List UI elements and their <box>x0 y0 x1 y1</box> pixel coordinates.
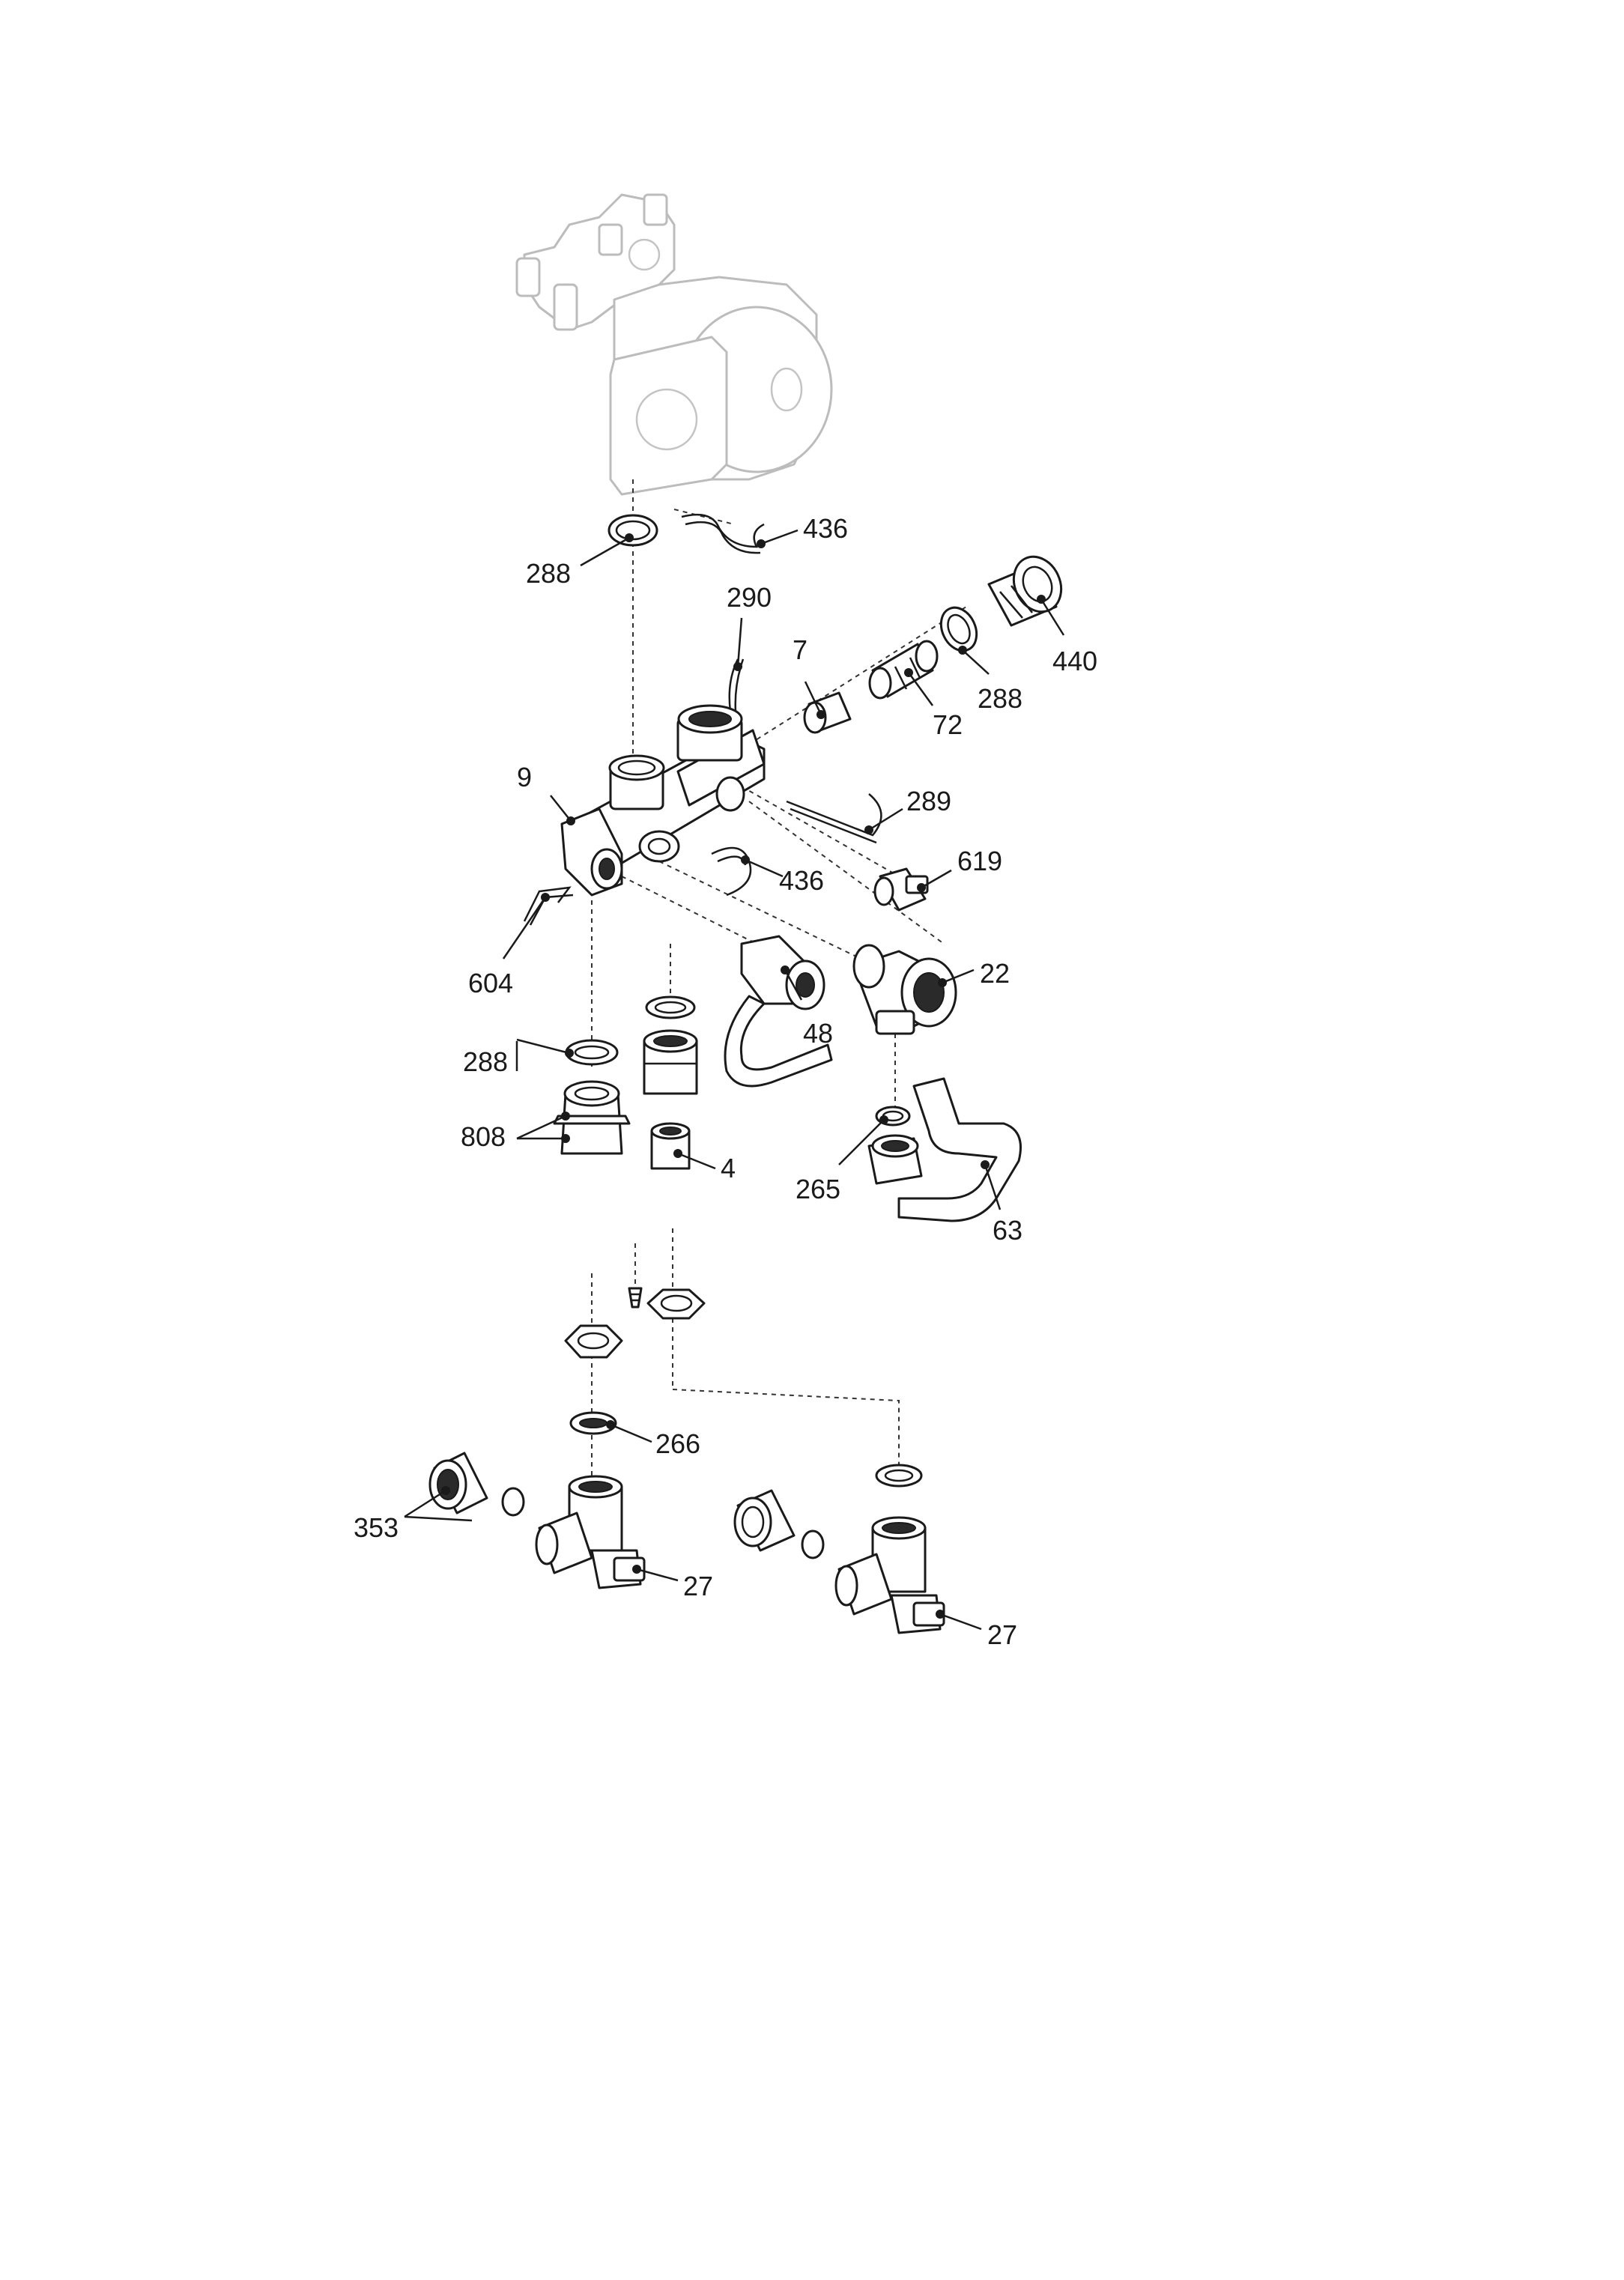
callout-72: 72 <box>933 709 963 740</box>
callout-290: 290 <box>727 582 772 613</box>
part-4-insert <box>650 1122 691 1170</box>
callout-265: 265 <box>796 1174 840 1204</box>
callout-604: 604 <box>468 968 513 998</box>
callout-289: 289 <box>906 786 951 816</box>
callout-27-right: 27 <box>987 1619 1017 1650</box>
part-screw <box>628 1287 643 1309</box>
part-9-manifold <box>560 704 766 897</box>
callout-436-mid: 436 <box>779 865 824 896</box>
part-288-right-oring <box>939 606 978 652</box>
part-center-nipple <box>643 1029 698 1095</box>
callout-440: 440 <box>1052 646 1097 676</box>
part-27-valve-left <box>535 1475 646 1589</box>
part-63-pipe <box>867 1077 1022 1222</box>
part-289-pin <box>786 793 882 844</box>
part-288-left-oring <box>565 1039 619 1066</box>
part-288-top-oring <box>608 514 658 547</box>
part-center-oring <box>645 995 696 1019</box>
callout-266: 266 <box>655 1428 700 1459</box>
callout-22: 22 <box>980 958 1010 989</box>
callout-labels: 436 288 290 7 440 288 72 9 289 619 436 6… <box>354 513 1097 1650</box>
pump-assembly-faded <box>515 193 833 496</box>
part-436-top-clip <box>681 513 765 554</box>
part-440-fitting <box>987 555 1063 627</box>
part-hex-nut-right <box>646 1288 706 1320</box>
callout-9: 9 <box>517 762 532 792</box>
part-27-valve-right <box>834 1516 945 1634</box>
callout-63: 63 <box>993 1215 1022 1246</box>
part-olive-left <box>501 1487 525 1517</box>
callout-619: 619 <box>957 846 1002 876</box>
part-808-adapter <box>553 1080 631 1155</box>
leader-lines <box>404 529 1065 1631</box>
part-22-elbow <box>852 944 957 1035</box>
callout-288-left: 288 <box>463 1046 508 1077</box>
callout-353: 353 <box>354 1512 399 1543</box>
part-72-filter <box>868 640 939 700</box>
callout-808: 808 <box>461 1121 506 1152</box>
part-nut-right <box>733 1489 796 1552</box>
part-604-clip <box>523 886 574 926</box>
part-oring-right <box>875 1464 923 1488</box>
part-266-oring <box>569 1411 617 1435</box>
part-353-nut <box>428 1452 488 1515</box>
callout-7: 7 <box>793 634 808 665</box>
callout-48: 48 <box>803 1018 833 1049</box>
callout-27-left: 27 <box>683 1571 713 1601</box>
part-436-mid-clip <box>711 846 752 897</box>
part-48-tube <box>724 935 833 1088</box>
part-hex-nut-left <box>564 1324 623 1359</box>
callout-436-top: 436 <box>803 513 848 544</box>
callout-288-right: 288 <box>978 683 1022 714</box>
part-olive-right <box>801 1529 825 1559</box>
callout-4: 4 <box>721 1153 736 1183</box>
callout-288-top: 288 <box>526 558 571 589</box>
part-7-insert <box>803 691 852 734</box>
